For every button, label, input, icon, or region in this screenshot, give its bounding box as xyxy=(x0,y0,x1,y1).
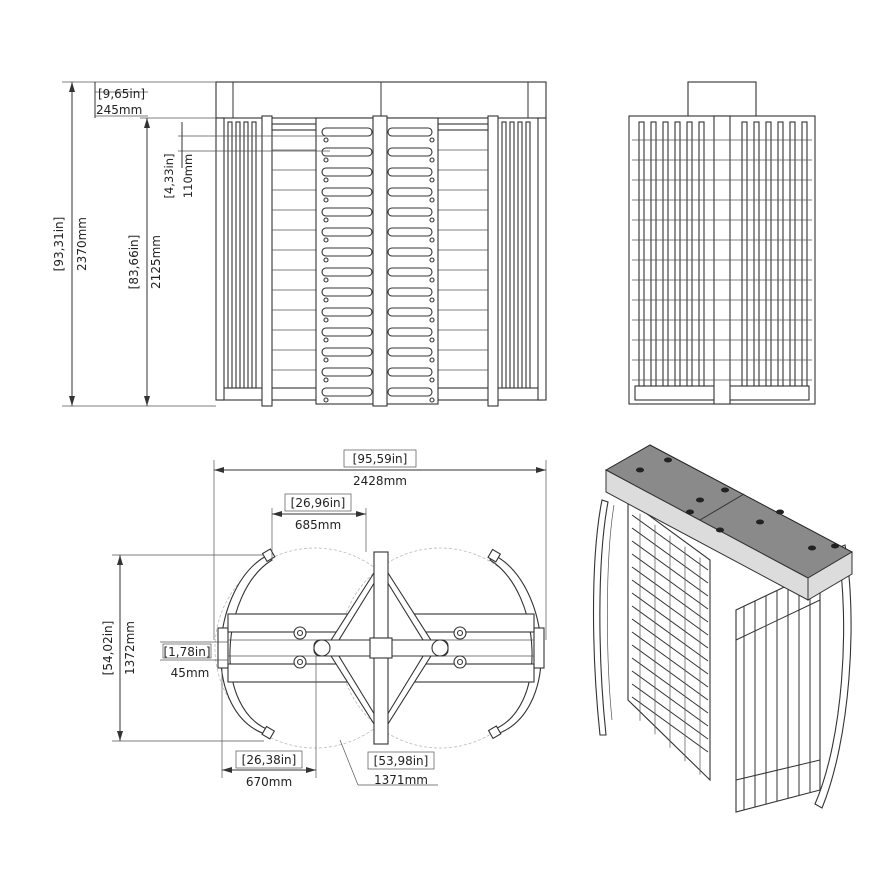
offset-mm: 45mm xyxy=(171,666,210,680)
dim-offset: [1,78in] 45mm xyxy=(160,641,228,680)
iso-gate-bars xyxy=(735,576,821,810)
body-height-mm: 2125mm xyxy=(149,235,163,289)
rotor-arm-in: [26,96in] xyxy=(291,496,346,510)
side-view xyxy=(628,81,816,405)
depth-mm: 1372mm xyxy=(123,621,137,675)
front-view: [93,31in] 2370mm [83,66in] 2125mm [9,65i… xyxy=(52,81,547,407)
top-view: [95,59in] 2428mm [26,96in] 685mm [54,02i… xyxy=(101,449,547,789)
side-mm: 670mm xyxy=(246,775,292,789)
passage-mm: 1371mm xyxy=(374,773,428,787)
overall-width-in: [95,59in] xyxy=(353,452,408,466)
rotor-arm-mm: 685mm xyxy=(295,518,341,532)
arm-gap-mm: 110mm xyxy=(181,154,195,198)
dim-depth: [54,02in] 1372mm xyxy=(101,554,264,742)
dim-side: [26,38in] 670mm xyxy=(221,656,317,789)
front-center-post xyxy=(372,115,388,407)
isometric-view xyxy=(592,444,854,813)
iso-grille-bars xyxy=(631,513,709,775)
dim-body-height: [83,66in] 2125mm xyxy=(127,117,216,406)
depth-in: [54,02in] xyxy=(101,621,115,676)
dim-arm-gap: [4,33in] 110mm xyxy=(162,122,330,199)
top-height-in: [9,65in] xyxy=(98,87,145,101)
top-left-frame-plate xyxy=(217,627,229,669)
front-left-grille xyxy=(227,121,531,389)
dim-top-height: [9,65in] 245mm xyxy=(94,82,148,118)
total-height-in: [93,31in] xyxy=(52,217,66,272)
dim-rotor-arm: [26,96in] 685mm xyxy=(271,493,367,560)
iso-top-bolts xyxy=(636,457,839,551)
overall-width-mm: 2428mm xyxy=(353,474,407,488)
passage-in: [53,98in] xyxy=(374,754,429,768)
top-right-frame-plate xyxy=(533,627,545,669)
body-height-in: [83,66in] xyxy=(127,235,141,290)
iso-left-cage xyxy=(592,499,609,736)
total-height-mm: 2370mm xyxy=(75,217,89,271)
dim-overall-width: [95,59in] 2428mm xyxy=(213,449,547,640)
arm-gap-in: [4,33in] xyxy=(162,153,176,198)
side-in: [26,38in] xyxy=(242,753,297,767)
top-height-mm: 245mm xyxy=(96,103,142,117)
dim-total-height: [93,31in] 2370mm xyxy=(52,81,216,407)
side-top-housing xyxy=(687,81,757,119)
offset-in: [1,78in] xyxy=(163,645,210,659)
side-grille xyxy=(632,121,812,387)
front-rotor-arms xyxy=(321,127,435,403)
dim-passage: [53,98in] 1371mm xyxy=(339,739,438,787)
